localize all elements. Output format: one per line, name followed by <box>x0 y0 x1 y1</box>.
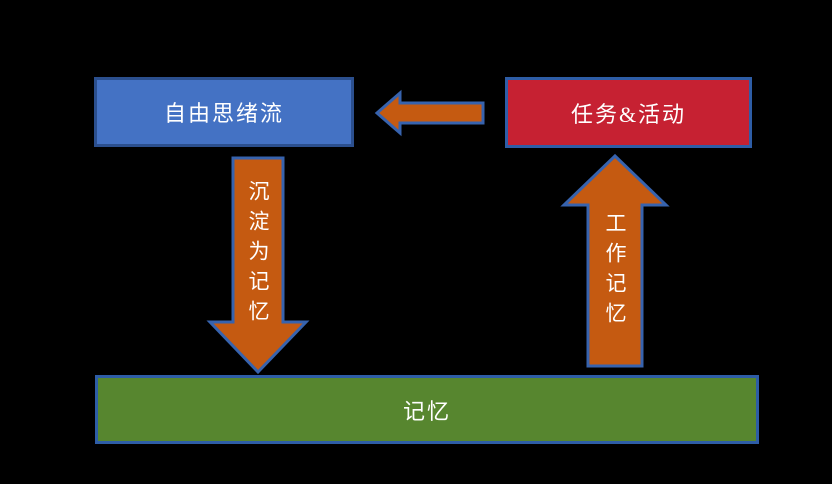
node-tasks-activities-label: 任务&活动 <box>570 101 687 127</box>
node-memory-label: 记忆 <box>402 398 451 424</box>
arrow-up-label: 工作记忆 <box>603 212 627 332</box>
node-free-thought-stream-label: 自由思绪流 <box>163 101 284 126</box>
arrow-left-icon <box>374 89 485 137</box>
arrow-up-outline <box>560 153 670 368</box>
arrow-down-icon <box>206 156 310 375</box>
node-memory: 记忆 <box>95 375 759 444</box>
arrow-down-outline <box>206 156 310 375</box>
arrow-left-outline <box>374 89 485 137</box>
node-free-thought-stream: 自由思绪流 <box>94 77 354 147</box>
node-tasks-activities: 任务&活动 <box>505 77 752 148</box>
arrow-down-label: 沉淀为记忆 <box>246 180 270 330</box>
arrow-up-icon <box>560 153 670 368</box>
